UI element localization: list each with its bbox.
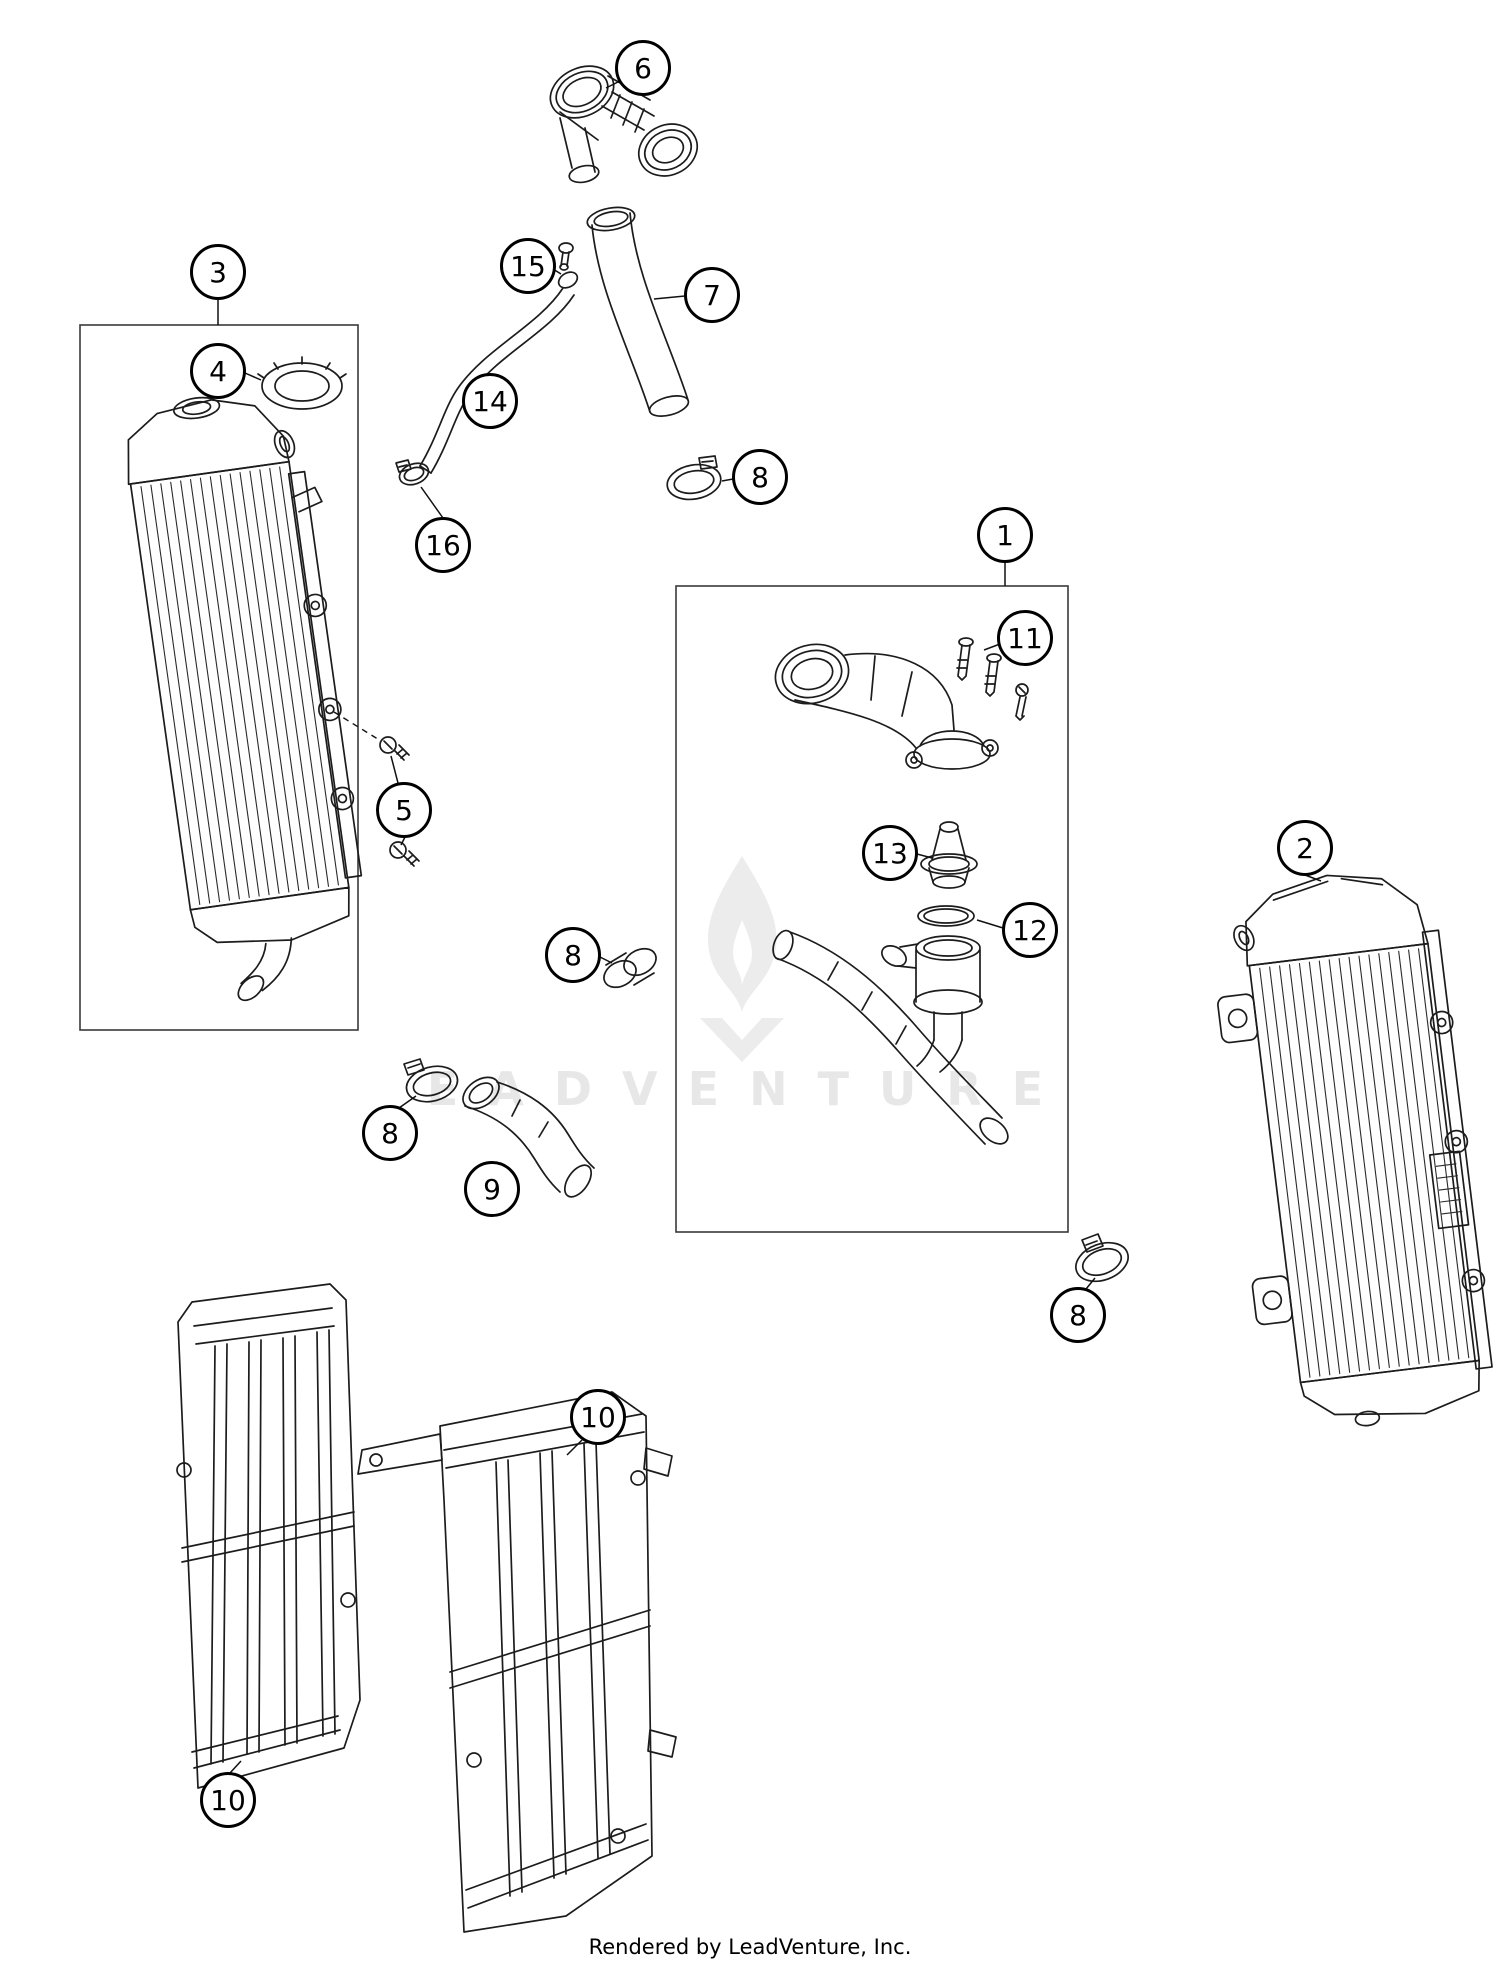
callout-label: 1	[996, 518, 1014, 552]
callout-14-vent-hose[interactable]: 14	[462, 373, 518, 429]
callout-leader-lines	[217, 80, 1322, 1774]
group-box-3	[79, 324, 359, 1031]
callout-label: 10	[210, 1783, 246, 1817]
callout-5-radiator-screws[interactable]: 5	[376, 782, 432, 838]
callout-4-radiator-cap[interactable]: 4	[190, 343, 246, 399]
callout-7-radiator-hose[interactable]: 7	[684, 267, 740, 323]
thermostat-drawing	[920, 821, 978, 889]
callout-1-thermostat-assembly-group[interactable]: 1	[977, 507, 1033, 563]
callout-13-thermostat[interactable]: 13	[862, 825, 918, 881]
callout-10-radiator-guard[interactable]: 10	[200, 1772, 256, 1828]
callout-3-radiator-left-group[interactable]: 3	[190, 244, 246, 300]
callout-label: 13	[872, 836, 908, 870]
radiator-guard-right-drawing	[357, 1391, 677, 1933]
callout-label: 3	[209, 255, 227, 289]
callout-label: 14	[472, 384, 508, 418]
callout-label: 8	[564, 938, 582, 972]
callout-label: 8	[751, 460, 769, 494]
radiator-cap-drawing	[257, 356, 347, 410]
radiator-guard-left-drawing	[176, 1283, 361, 1789]
callout-8-hose-clamp[interactable]: 8	[1050, 1287, 1106, 1343]
callout-label: 9	[483, 1172, 501, 1206]
thermostat-housing-hose-drawing	[772, 929, 1009, 1145]
callout-label: 2	[1296, 831, 1314, 865]
callout-label: 8	[381, 1116, 399, 1150]
watermark-logo	[700, 856, 784, 1062]
o-ring-drawing	[917, 905, 975, 927]
cover-screws-drawing	[956, 637, 1029, 721]
hose-clamp-drawing-b	[603, 947, 657, 989]
callout-label: 16	[425, 528, 461, 562]
callout-label: 12	[1012, 913, 1048, 947]
callout-label: 8	[1069, 1298, 1087, 1332]
thermostat-assembly-drawing	[772, 637, 1029, 1145]
right-radiator-drawing	[1217, 874, 1493, 1427]
callout-label: 11	[1007, 621, 1043, 655]
vent-clamp-drawing	[395, 459, 430, 486]
callout-label: 15	[510, 249, 546, 283]
left-radiator-drawing	[127, 396, 363, 1002]
elbow-hose-drawing	[774, 643, 955, 749]
callout-10-radiator-guard[interactable]: 10	[570, 1389, 626, 1445]
callout-2-radiator-right[interactable]: 2	[1277, 820, 1333, 876]
radiator-screws-drawing	[379, 736, 420, 867]
hose-clamp-drawing-c	[403, 1058, 459, 1103]
callout-8-hose-clamp[interactable]: 8	[362, 1105, 418, 1161]
chevron-mark-icon	[700, 1018, 784, 1062]
callout-8-hose-clamp[interactable]: 8	[545, 927, 601, 983]
callout-15-vent-fitting[interactable]: 15	[500, 238, 556, 294]
callout-12-o-ring[interactable]: 12	[1002, 902, 1058, 958]
callout-label: 10	[580, 1400, 616, 1434]
hose-clamp-drawing-a	[666, 455, 722, 501]
radiator-hose-drawing	[586, 206, 690, 417]
callout-8-hose-clamp[interactable]: 8	[732, 449, 788, 505]
callout-11-screws[interactable]: 11	[997, 610, 1053, 666]
callout-label: 4	[209, 354, 227, 388]
thermostat-cover-drawing	[905, 730, 999, 770]
callout-label: 5	[395, 793, 413, 827]
hose-clamp-drawing-d	[1075, 1233, 1129, 1283]
callout-label: 6	[634, 51, 652, 85]
vent-fitting-drawing	[557, 242, 579, 289]
group-box-1	[675, 585, 1069, 1233]
footer-credit: Rendered by LeadVenture, Inc.	[588, 1935, 912, 1959]
connector-hose-drawing	[462, 1076, 595, 1198]
callout-6-hose-fitting[interactable]: 6	[615, 40, 671, 96]
callout-9-connector-hose[interactable]: 9	[464, 1161, 520, 1217]
callout-16-vent-hose-clamp[interactable]: 16	[415, 517, 471, 573]
callout-label: 7	[703, 278, 721, 312]
hose-fitting-drawing	[549, 65, 699, 184]
